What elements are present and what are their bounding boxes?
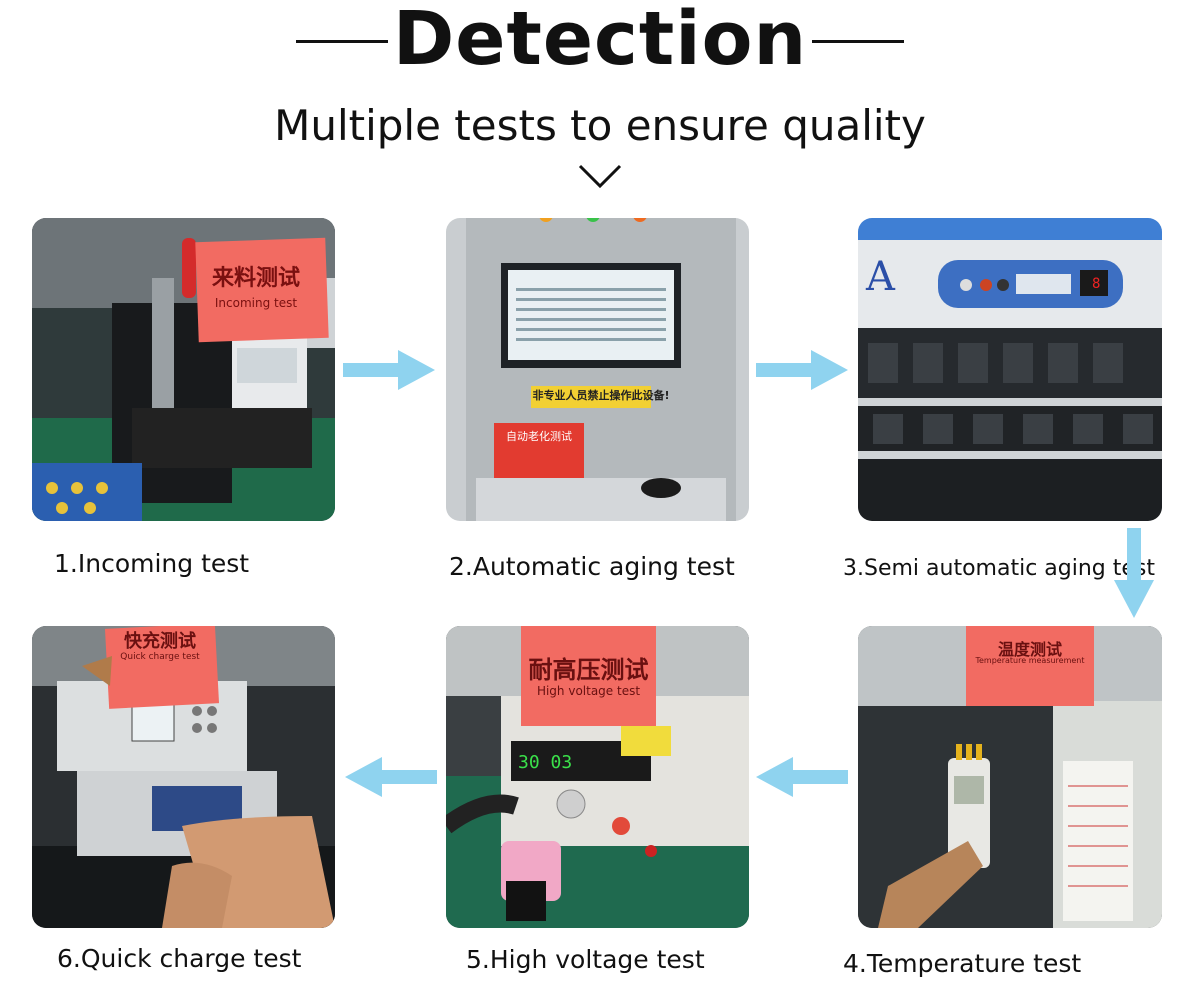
sign-cn: 耐高压测试 xyxy=(528,656,649,684)
title-rule-right xyxy=(812,40,904,43)
step-label-6: 6.Quick charge test xyxy=(57,944,302,973)
page-subtitle: Multiple tests to ensure quality xyxy=(274,101,926,150)
svg-text:8: 8 xyxy=(1092,276,1100,292)
arrow-right-icon xyxy=(343,350,435,390)
step-label-4: 4.Temperature test xyxy=(843,949,1082,978)
sign-cn: 温度测试 xyxy=(997,640,1062,659)
step-label-3: 3.Semi automatic aging test xyxy=(843,556,1155,581)
warning-text: 非专业人员禁止操作此设备! xyxy=(532,389,670,402)
sign-en: Temperature measurement xyxy=(975,656,1085,665)
chevron-down-icon xyxy=(577,162,623,190)
arrow-left-icon xyxy=(345,757,437,797)
sign-cn: 来料测试 xyxy=(211,266,300,291)
arrow-down-icon xyxy=(1114,528,1154,618)
title-rule-left xyxy=(296,40,388,43)
photo-semi-automatic-aging-test: 8 xyxy=(858,218,1162,521)
photo-temperature-test xyxy=(858,626,1162,928)
photo-high-voltage-test: 30 03 xyxy=(446,626,749,928)
page-title: Detection xyxy=(392,0,808,82)
arrow-left-icon xyxy=(756,757,848,797)
sign-cn: 自动老化测试 xyxy=(506,430,572,443)
sign-en: High voltage test xyxy=(536,684,641,698)
photo-quick-charge-test xyxy=(32,626,335,928)
sign-cn: 快充测试 xyxy=(124,631,196,652)
step-label-2: 2.Automatic aging test xyxy=(449,552,735,581)
photo-automatic-aging-test xyxy=(446,218,749,521)
svg-text:30 03: 30 03 xyxy=(518,752,572,773)
step-label-1: 1.Incoming test xyxy=(54,549,250,578)
photo-incoming-test xyxy=(32,218,335,521)
sign-en: Incoming test xyxy=(214,296,298,310)
sign-en: Quick charge test xyxy=(120,652,200,662)
arrow-right-icon xyxy=(756,350,848,390)
panel-letter: A xyxy=(866,254,895,300)
step-label-5: 5.High voltage test xyxy=(466,945,705,974)
